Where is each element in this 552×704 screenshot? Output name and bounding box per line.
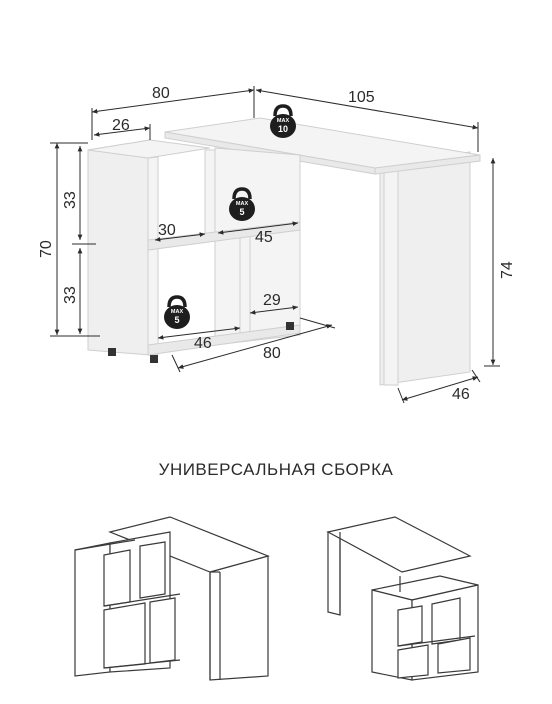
shelf-divider-left — [147, 156, 159, 356]
main-desk — [87, 117, 481, 386]
dim-46-left: 46 — [194, 335, 212, 352]
desk-leg-edge — [383, 162, 399, 386]
dim-80-bottom: 80 — [263, 345, 281, 362]
dim-30: 30 — [158, 222, 176, 239]
dim-74: 74 — [499, 261, 516, 279]
assembly-variant-right — [326, 516, 479, 681]
shelf-top-surface — [87, 139, 211, 159]
dim-46-right: 46 — [452, 386, 470, 403]
kettlebell-max-label: MAX — [277, 118, 290, 124]
dim-26: 26 — [112, 117, 130, 134]
shelf-left-side — [87, 139, 151, 356]
section-title: УНИВЕРСАЛЬНАЯ СБОРКА — [159, 460, 394, 479]
desk-top-edge-side — [374, 154, 481, 175]
dimension-labels: 80 105 26 70 33 33 74 30 45 29 46 80 46 — [38, 85, 516, 403]
foot-front — [150, 355, 158, 363]
dim-105: 105 — [348, 89, 375, 106]
foot-right — [286, 322, 294, 330]
kettlebell-max-value: 5 — [174, 315, 179, 325]
dim-33-lower: 33 — [62, 286, 79, 304]
dim-70: 70 — [38, 240, 55, 258]
dim-29: 29 — [263, 292, 281, 309]
kettlebell-max-value: 10 — [278, 124, 288, 134]
dim-80-top: 80 — [152, 85, 170, 102]
shelf-divider-lower — [239, 235, 251, 339]
shelf-divider-upper — [204, 149, 216, 237]
kettlebell-max-label: MAX — [236, 201, 249, 207]
foot-left — [108, 348, 116, 356]
dim-33-upper: 33 — [62, 191, 79, 209]
assembly-variant-left — [74, 516, 270, 681]
kettlebell-max-label: MAX — [171, 309, 184, 315]
dimension-lines — [50, 86, 500, 404]
kettlebell-icon: MAX 5 — [164, 295, 190, 329]
kettlebell-max-value: 5 — [239, 207, 244, 217]
kettlebell-icon: MAX 5 — [229, 187, 255, 221]
shelf-back-panel — [214, 147, 301, 346]
dim-45: 45 — [255, 229, 273, 246]
kettlebell-icon: MAX 10 — [270, 104, 296, 138]
